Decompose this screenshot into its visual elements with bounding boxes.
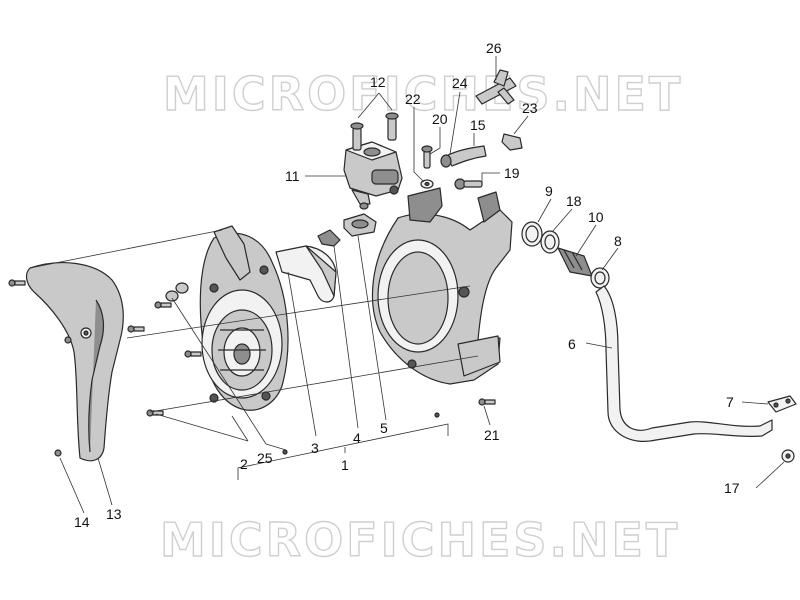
callout-1: 1 xyxy=(341,457,349,473)
callout-3: 3 xyxy=(311,440,319,456)
callout-21: 21 xyxy=(484,427,500,443)
part-sleeve-10 xyxy=(557,247,593,277)
part-outer-cover xyxy=(25,262,124,462)
part-bolt-20 xyxy=(421,145,433,169)
part-clamp-18 xyxy=(540,230,560,254)
callout-17: 17 xyxy=(724,480,740,496)
part-clamp-8 xyxy=(590,267,610,289)
callout-15: 15 xyxy=(470,117,486,133)
part-main-housing xyxy=(371,187,513,385)
watermark-bottom: MICROFICHES.NET xyxy=(160,513,680,567)
part-t-connector xyxy=(475,69,517,105)
leader-lines xyxy=(29,56,785,514)
part-air-valve xyxy=(343,141,403,210)
part-clip xyxy=(317,229,341,247)
callout-12: 12 xyxy=(370,74,386,90)
part-clamp-9 xyxy=(521,221,543,247)
callout-6: 6 xyxy=(568,336,576,352)
part-pipe xyxy=(595,285,773,442)
callout-11: 11 xyxy=(285,168,300,184)
callout-5: 5 xyxy=(380,420,388,436)
part-clamp-23 xyxy=(501,133,523,151)
callout-2: 2 xyxy=(240,456,248,472)
part-plugs xyxy=(165,282,189,302)
callout-25: 25 xyxy=(257,450,273,466)
part-nut-17 xyxy=(781,449,795,463)
part-bolts xyxy=(350,112,399,151)
callout-19: 19 xyxy=(504,165,520,181)
part-gasket-7 xyxy=(767,395,797,413)
part-hose xyxy=(440,145,487,168)
part-screws-left xyxy=(8,279,496,457)
part-screw-19 xyxy=(454,178,483,190)
callout-7: 7 xyxy=(726,394,734,410)
callout-14: 14 xyxy=(74,514,90,530)
callout-26: 26 xyxy=(486,40,502,56)
callout-24: 24 xyxy=(452,75,468,91)
part-plate xyxy=(275,245,337,303)
callout-8: 8 xyxy=(614,233,622,249)
watermark-top: MICROFICHES.NET xyxy=(163,67,683,121)
part-fan-cover xyxy=(199,225,289,411)
callout-4: 4 xyxy=(353,430,361,446)
callouts: 1 2 3 4 5 6 7 8 9 10 11 12 13 14 15 17 1… xyxy=(74,40,740,530)
callout-22: 22 xyxy=(405,91,421,107)
callout-23: 23 xyxy=(522,100,538,116)
part-seal xyxy=(343,213,377,237)
callout-10: 10 xyxy=(588,209,604,225)
callout-13: 13 xyxy=(106,506,122,522)
callout-18: 18 xyxy=(566,193,582,209)
callout-9: 9 xyxy=(545,183,553,199)
callout-20: 20 xyxy=(432,111,448,127)
